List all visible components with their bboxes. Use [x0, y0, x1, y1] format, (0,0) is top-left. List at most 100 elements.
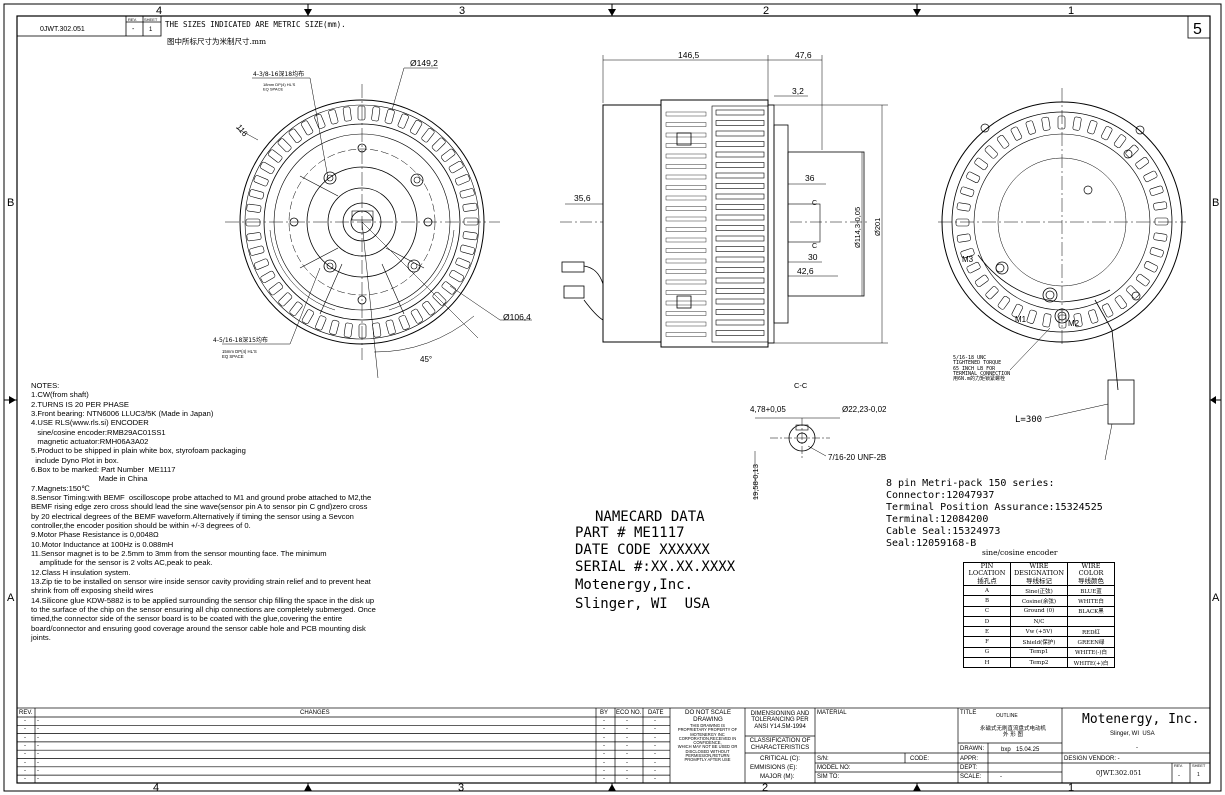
- vent-slot: [249, 245, 265, 256]
- vent-slot: [357, 105, 366, 121]
- vent-slot: [421, 128, 435, 143]
- tb-model-no: MODEL NO:: [817, 765, 851, 771]
- note-line: to the surface of the chip on the sensor…: [31, 604, 376, 614]
- vent-slot: [410, 308, 424, 324]
- cooling-fin: [665, 122, 707, 127]
- cooling-fin: [665, 300, 707, 306]
- tb-design-vendor: DESIGN VENDOR: -: [1064, 756, 1120, 762]
- tb-change-cell: -: [654, 751, 656, 758]
- tb-change-cell: -: [603, 734, 605, 741]
- vent-slot: [966, 171, 981, 183]
- rear-label-m3: M3: [962, 255, 974, 264]
- encoder-table-header: PIN LOCATION 插孔点: [963, 562, 1011, 586]
- encoder-table-cell: E: [963, 626, 1011, 638]
- rear-vent-slots: [955, 115, 1169, 329]
- tb-change-cell: -: [603, 742, 605, 749]
- tb-change-cell: -: [626, 759, 628, 766]
- tb-rev-header: REV.: [19, 710, 33, 716]
- rev-value: -: [132, 26, 135, 33]
- encoder-table-cell: WHITE(-)白: [1067, 646, 1115, 659]
- front-hole-note-2: 4-5/16-18深15均布: [213, 336, 268, 344]
- tb-title-cn: 永磁式无刷直流盘式电动机 外 形 图: [979, 726, 1046, 738]
- section-view: [754, 417, 840, 500]
- rear-hole: [1057, 311, 1067, 321]
- tb-dash: -: [1136, 745, 1138, 751]
- note-line: BEMF rising edge zero cross should lead …: [31, 502, 368, 512]
- vent-slot: [1087, 120, 1098, 135]
- vent-slot: [448, 160, 464, 174]
- cooling-fin: [715, 130, 765, 137]
- mount-hole-inner: [413, 176, 421, 184]
- cooling-fin: [715, 330, 765, 336]
- cooling-fin: [715, 277, 765, 284]
- namecard-serial: SERIAL #:XX.XX.XXXX: [575, 559, 736, 575]
- tb-change-cell: -: [603, 767, 605, 774]
- mount-hole-inner: [326, 174, 334, 182]
- cooling-fin: [715, 204, 765, 210]
- tb-major: MAJOR (M):: [760, 773, 795, 780]
- cooling-fin: [715, 298, 765, 305]
- tb-critical: CRITICAL (C):: [760, 755, 800, 762]
- vent-slot: [956, 202, 971, 212]
- vent-slot: [955, 218, 970, 227]
- vent-slot: [996, 134, 1010, 149]
- tb-change-cell: -: [626, 726, 628, 733]
- vent-slot: [956, 233, 971, 243]
- tb-change-cell: -: [603, 726, 605, 733]
- tb-change-cell: -: [626, 767, 628, 774]
- vent-slot: [462, 231, 478, 241]
- tb-date-header: DATE: [648, 710, 664, 716]
- vent-slot: [268, 282, 284, 296]
- section-dim-4: 4,78+0,05: [750, 405, 786, 414]
- note-line: 8.Sensor Timing:with BEMF oscilloscope p…: [31, 492, 372, 502]
- vent-slot: [384, 109, 395, 125]
- encoder-table-cell: GREEN绿: [1067, 636, 1115, 648]
- vent-slot: [997, 295, 1011, 310]
- connector-cable-seal: Cable Seal:15324973: [886, 526, 1001, 537]
- vent-slot: [1153, 201, 1168, 211]
- note-line: 2.TURNS IS 20 PER PHASE: [31, 399, 129, 409]
- vent-slot: [1101, 303, 1114, 318]
- encoder-table-header: WIRE DESIGNATION 导线标记: [1010, 562, 1068, 586]
- note-line: 3.Front bearing: NTN6006 LLUC3/5K (Made …: [31, 408, 214, 418]
- side-dia-201: Ø201: [873, 218, 882, 236]
- connector-assurance: Terminal Position Assurance:15324525: [886, 502, 1103, 513]
- tb-scale: SCALE:: [960, 774, 982, 780]
- sheet-label: SHEET: [144, 17, 158, 22]
- vent-slot: [289, 301, 303, 316]
- vent-slot: [314, 113, 326, 129]
- encoder-table-cell: H: [963, 657, 1011, 669]
- tb-change-cell: -: [37, 759, 39, 766]
- note-line: 9.Motor Phase Resistance is 0,0048Ω: [31, 530, 159, 540]
- vent-slot: [984, 145, 998, 159]
- border-col-label: 3: [459, 5, 465, 17]
- tb-scale-value: -: [1000, 774, 1002, 780]
- front-dia-106: Ø106,4: [503, 312, 531, 322]
- side-view: [560, 99, 868, 348]
- general-notes: NOTES:1.CW(from shaft)2.TURNS IS 20 PER …: [31, 381, 411, 642]
- vent-slot: [301, 309, 315, 325]
- encoder-table-cell: Sine(正弦): [1010, 584, 1068, 597]
- tb-change-cell: -: [37, 767, 39, 774]
- tb-change-cell: -: [626, 718, 628, 724]
- section-dim-22: Ø22,23-0,02: [842, 405, 887, 414]
- tb-drawn: DRAWN:: [960, 746, 985, 752]
- section-label: C-C: [794, 381, 808, 390]
- cooling-fin: [665, 248, 707, 253]
- border-col-label: 4: [156, 5, 162, 17]
- vent-slot: [455, 257, 471, 269]
- cooling-fin: [665, 311, 707, 316]
- vent-slot: [449, 269, 465, 283]
- vent-slot: [422, 300, 436, 316]
- note-line: 13.Zip tie to be installed on sensor wir…: [31, 576, 371, 586]
- sheet-value: 1: [149, 27, 153, 33]
- tb-change-cell: -: [654, 759, 656, 766]
- border-labels: 4 3 2 1 4 3 2 1 B A B A: [7, 5, 1220, 794]
- tb-title-en: OUTLINE: [996, 713, 1018, 719]
- rear-hole: [1083, 185, 1093, 195]
- encoder-table-cell: Temp2: [1010, 657, 1068, 669]
- side-view-dims: [565, 55, 888, 344]
- section-dim-19: 19,58-0,13: [751, 464, 760, 500]
